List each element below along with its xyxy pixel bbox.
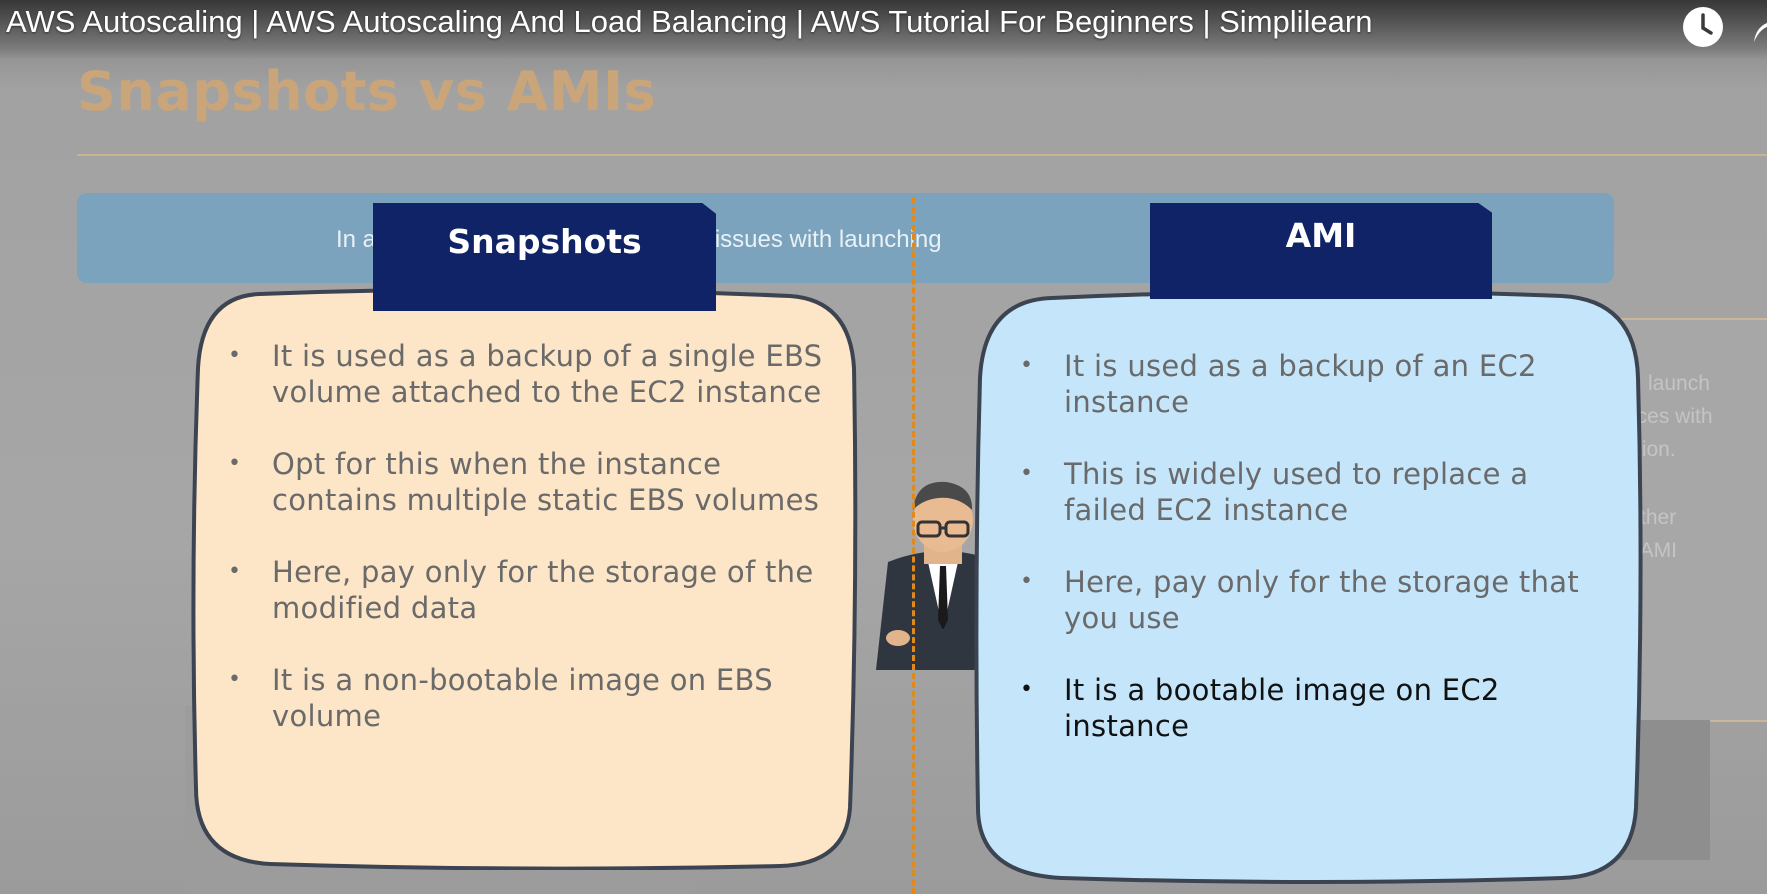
list-item: • This is widely used to replace a failed… <box>1020 456 1610 528</box>
video-title-bar: AWS Autoscaling | AWS Autoscaling And Lo… <box>0 0 1767 60</box>
bullet-text: It is used as a backup of a single EBS v… <box>272 339 823 409</box>
bullet-text: It is a non-bootable image on EBS volume <box>272 663 773 733</box>
ami-tab-label: AMI <box>1285 215 1357 255</box>
bullet-text: Opt for this when the instance contains … <box>272 447 820 517</box>
background-text: ices with <box>1632 405 1713 428</box>
bullet-text: It is a bootable image on EC2 instance <box>1064 673 1500 743</box>
background-text: tion. <box>1636 438 1676 461</box>
bullet-text: Here, pay only for the storage of the mo… <box>272 555 814 625</box>
ami-tab: AMI <box>1150 203 1492 299</box>
bullet-text: This is widely used to replace a failed … <box>1064 457 1529 527</box>
list-item: • It is a bootable image on EC2 instance <box>1020 672 1610 744</box>
list-item: • Opt for this when the instance contains… <box>228 446 828 518</box>
background-text: ther <box>1640 506 1677 529</box>
ami-card-shape <box>974 289 1643 884</box>
list-item: • Here, pay only for the storage of the m… <box>228 554 828 626</box>
comparison-divider <box>912 198 915 894</box>
list-item: • Here, pay only for the storage that you… <box>1020 564 1610 636</box>
snapshots-tab: Snapshots <box>373 203 716 311</box>
snapshots-card: • It is used as a backup of a single EBS … <box>190 288 860 870</box>
slide-heading: Snapshots vs AMIs <box>77 60 657 123</box>
bullet-icon: • <box>228 559 242 584</box>
share-icon[interactable] <box>1752 14 1767 44</box>
bullet-icon: • <box>1020 677 1034 702</box>
snapshots-card-shape <box>191 288 858 870</box>
bullet-icon: • <box>228 667 242 692</box>
background-text: launch <box>1648 372 1710 395</box>
list-item: • It is used as a backup of a single EBS … <box>228 338 828 410</box>
list-item: • It is used as a backup of an EC2 instan… <box>1020 348 1610 420</box>
bullet-icon: • <box>228 451 242 476</box>
bullet-icon: • <box>1020 461 1034 486</box>
list-item: • It is a non-bootable image on EBS volum… <box>228 662 828 734</box>
heading-divider <box>77 154 1767 156</box>
bullet-text: Here, pay only for the storage that you … <box>1064 565 1580 635</box>
video-title[interactable]: AWS Autoscaling | AWS Autoscaling And Lo… <box>6 4 1373 39</box>
bullet-icon: • <box>1020 569 1034 594</box>
ami-card: • It is used as a backup of an EC2 instan… <box>972 288 1644 886</box>
bullet-icon: • <box>228 343 242 368</box>
snapshots-tab-label: Snapshots <box>447 221 642 261</box>
snapshots-bullet-list: • It is used as a backup of a single EBS … <box>228 338 828 770</box>
clock-icon[interactable] <box>1682 6 1724 48</box>
ami-bullet-list: • It is used as a backup of an EC2 instan… <box>1020 348 1610 780</box>
bullet-icon: • <box>1020 353 1034 378</box>
bullet-text: It is used as a backup of an EC2 instanc… <box>1064 349 1537 419</box>
